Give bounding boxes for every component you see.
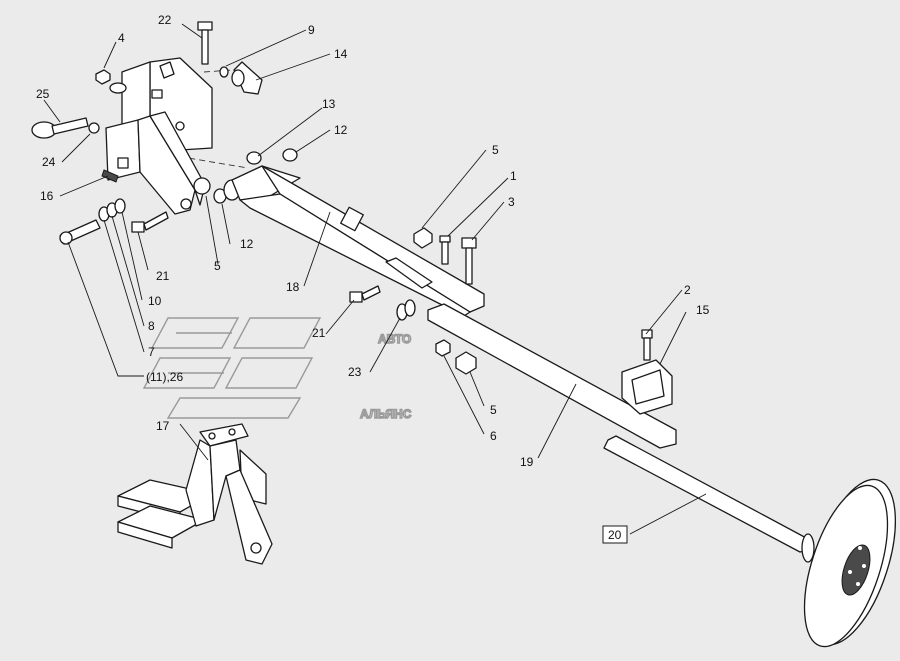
nut-12-upper — [282, 148, 298, 162]
callout-5-top: 5 — [492, 143, 499, 157]
knob-14 — [219, 61, 263, 95]
bolt-2 — [641, 329, 653, 361]
callout-11-26: (11),26 — [146, 370, 183, 384]
nut-4 — [95, 69, 111, 85]
bolt-21-left — [131, 211, 169, 233]
callout-14: 14 — [334, 47, 348, 61]
callout-2: 2 — [684, 283, 691, 297]
washer-23b — [404, 299, 416, 317]
clamp-15 — [621, 359, 673, 415]
callout-25: 25 — [36, 87, 50, 101]
nut-5-upper — [193, 177, 211, 195]
bolt-3 — [461, 237, 477, 285]
callout-5-lower: 5 — [490, 403, 497, 417]
bolt-22 — [197, 21, 213, 65]
nut-5-lower — [455, 351, 477, 375]
callout-8: 8 — [148, 319, 155, 333]
callout-labels: 22 4 9 14 25 24 16 13 12 12 5 21 10 8 7 … — [36, 13, 710, 544]
callout-6: 6 — [490, 429, 497, 443]
callout-24: 24 — [42, 155, 56, 169]
bolt-21-center — [349, 285, 381, 303]
callout-4: 4 — [118, 31, 125, 45]
callout-16: 16 — [40, 189, 54, 203]
leader-lines — [43, 23, 707, 535]
nut-5-right — [413, 227, 433, 249]
callout-20-box — [602, 525, 628, 544]
main-frame — [223, 165, 485, 317]
callout-9: 9 — [308, 23, 315, 37]
bolt-1 — [439, 235, 451, 265]
callout-10: 10 — [148, 294, 162, 308]
callout-18: 18 — [286, 280, 300, 294]
pin-7 — [59, 198, 126, 245]
callout-17: 17 — [156, 419, 170, 433]
nut-13 — [246, 151, 262, 165]
nut-6 — [435, 339, 451, 357]
callout-23: 23 — [348, 365, 362, 379]
axle-20 — [603, 435, 896, 648]
upper-bracket-assembly — [101, 57, 213, 215]
callout-22: 22 — [158, 13, 172, 27]
callout-1: 1 — [510, 169, 517, 183]
watermark-logo — [142, 317, 322, 419]
callout-19: 19 — [520, 455, 534, 469]
callout-21-center: 21 — [312, 326, 326, 340]
callout-12-lower: 12 — [240, 237, 254, 251]
callout-13: 13 — [322, 97, 336, 111]
callout-3: 3 — [508, 195, 515, 209]
lynch-pin — [31, 117, 100, 139]
callout-5-left: 5 — [214, 259, 221, 273]
callout-15: 15 — [696, 303, 710, 317]
assembly-line — [139, 149, 249, 169]
lower-bracket-assembly — [117, 423, 273, 565]
callout-20: 20 — [608, 528, 622, 542]
bar-19 — [427, 303, 677, 449]
callout-12-upper: 12 — [334, 123, 348, 137]
watermark-line-2: АЛЬЯНС — [360, 407, 412, 421]
callout-7: 7 — [148, 345, 155, 359]
callout-21-left: 21 — [156, 269, 170, 283]
watermark-line-1: АВТО — [378, 332, 411, 346]
